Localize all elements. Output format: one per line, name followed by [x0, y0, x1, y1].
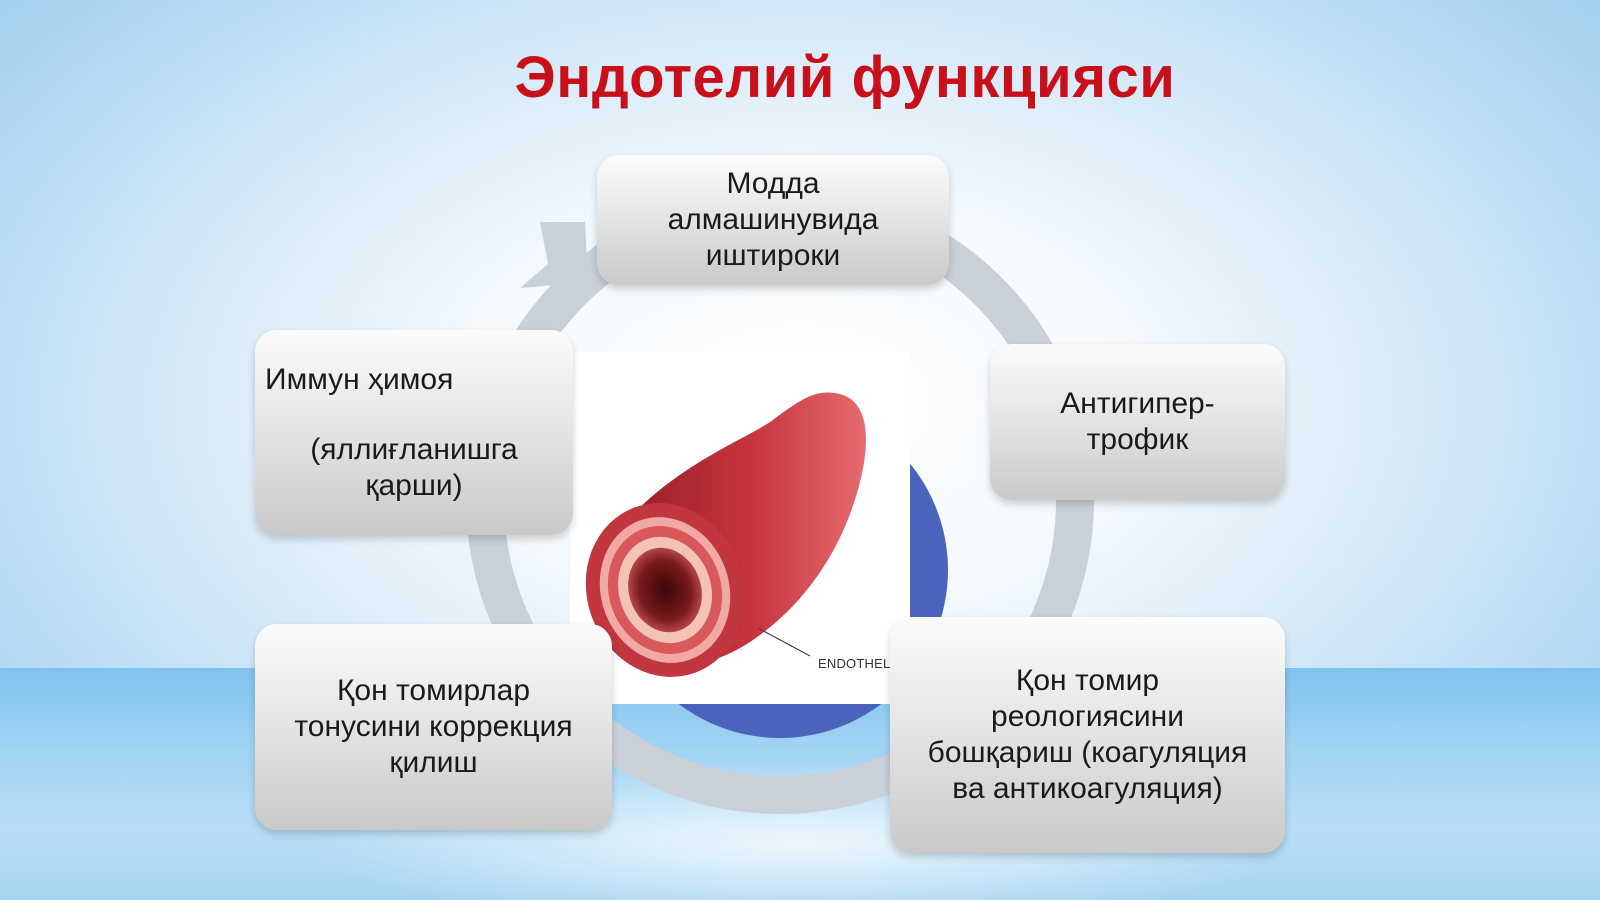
function-box-antihypertrophic: Антигипер- трофик: [990, 344, 1285, 500]
function-box-vascular-tone: Қон томирлар тонусини коррекция қилиш: [255, 624, 612, 830]
slide-title: Эндотелий функцияси: [514, 45, 1176, 110]
box-line: Қон томирлар: [336, 674, 531, 707]
box-line: қарши): [365, 468, 463, 502]
box-line: Иммун ҳимоя: [265, 362, 454, 396]
box-line: Модда: [726, 167, 820, 200]
box-line: Антигипер-: [1060, 387, 1215, 420]
function-box-metabolism: Модда алмашинувида иштироки: [597, 155, 949, 285]
blood-vessel-illustration: [585, 392, 866, 677]
box-line: трофик: [1086, 423, 1189, 456]
function-box-immune-defense: Иммун ҳимоя (яллиғланишга қарши): [255, 330, 573, 535]
cycle-arrow-head-icon: [520, 222, 588, 288]
box-line: бошқариш (коагуляция: [927, 736, 1248, 769]
box-line: ва антикоагуляция): [952, 772, 1223, 805]
blood-vessel-image: [570, 352, 910, 704]
box-line: тонусини коррекция: [294, 710, 573, 743]
box-line: (яллиғланишга: [310, 432, 518, 466]
box-line: алмашинувида: [667, 203, 879, 236]
box-line: Қон томир: [1015, 664, 1160, 697]
box-line: қилиш: [389, 746, 478, 779]
box-line: иштироки: [705, 239, 841, 272]
box-line: реологиясини: [991, 700, 1184, 733]
function-box-rheology: Қон томир реологиясини бошқариш (коагуля…: [890, 617, 1285, 853]
